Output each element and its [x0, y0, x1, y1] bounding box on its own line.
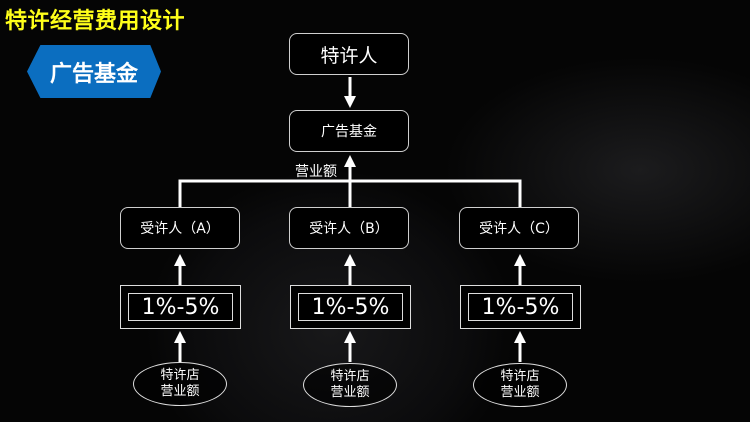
rate-box-b: 1%-5%: [290, 285, 411, 329]
rate-text: 1%-5%: [481, 294, 560, 320]
section-badge: 广告基金: [27, 45, 161, 98]
store-revenue-ellipse-a: 特许店营业额: [133, 362, 227, 406]
store-label: 特许店: [500, 369, 540, 384]
franchisee-a-box: 受许人（A）: [120, 207, 240, 249]
franchisor-box: 特许人: [289, 33, 409, 75]
store-revenue-ellipse-b: 特许店营业额: [303, 363, 397, 407]
rate-text: 1%-5%: [141, 294, 220, 320]
store-label: 特许店: [330, 369, 370, 384]
franchisee-c-box: 受许人（C）: [459, 207, 579, 249]
store-revenue-ellipse-c: 特许店营业额: [473, 363, 567, 407]
store-label: 特许店: [160, 368, 200, 383]
rate-box-c: 1%-5%: [460, 285, 581, 329]
revenue-label: 营业额: [295, 164, 337, 180]
rate-text: 1%-5%: [311, 294, 390, 320]
rate-box-a: 1%-5%: [120, 285, 241, 329]
page-title: 特许经营费用设计: [5, 9, 186, 34]
revenue-label: 营业额: [160, 384, 200, 399]
ad-fund-box: 广告基金: [289, 110, 409, 152]
revenue-label: 营业额: [330, 385, 370, 400]
revenue-label: 营业额: [500, 385, 540, 400]
franchisee-b-box: 受许人（B）: [289, 207, 409, 249]
